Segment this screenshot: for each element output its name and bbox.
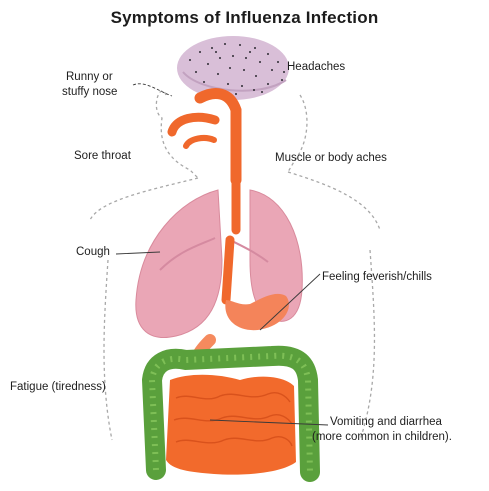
label-runny-nose-line2: stuffy nose — [62, 85, 117, 100]
label-sore-throat: Sore throat — [74, 149, 131, 164]
small-intestine — [166, 375, 296, 475]
label-feverish: Feeling feverish/chills — [322, 270, 432, 285]
label-vomiting-line1: Vomiting and diarrhea — [330, 415, 442, 430]
label-runny-nose-line1: Runny or — [66, 70, 113, 85]
brain — [177, 36, 289, 100]
label-cough: Cough — [76, 245, 110, 260]
label-headaches: Headaches — [287, 60, 345, 75]
label-fatigue: Fatigue (tiredness) — [10, 380, 106, 395]
label-vomiting-line2: (more common in children). — [312, 430, 452, 445]
label-muscle-aches: Muscle or body aches — [275, 151, 387, 166]
